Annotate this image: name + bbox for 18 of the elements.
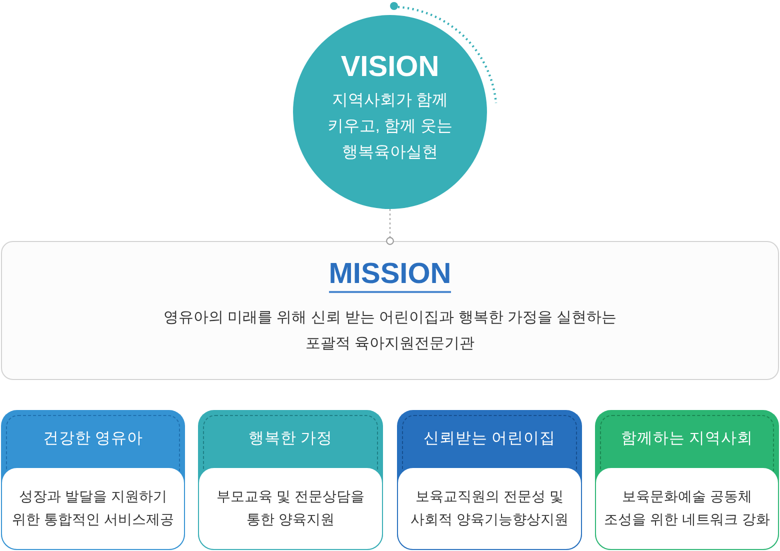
mission-panel bbox=[1, 241, 779, 380]
card-description: 보육교직원의 전문성 및 사회적 양육기능향상지원 bbox=[397, 467, 582, 550]
card-title: 함께하는 지역사회 bbox=[620, 429, 754, 449]
card-description: 부모교육 및 전문상담을 통한 양육지원 bbox=[198, 467, 383, 550]
vision-title: VISION bbox=[340, 50, 440, 84]
goal-card bbox=[397, 410, 582, 550]
goal-card bbox=[198, 410, 383, 550]
card-title: 건강한 영유아 bbox=[42, 429, 144, 449]
card-title: 행복한 가정 bbox=[248, 429, 333, 449]
goal-card bbox=[1, 410, 185, 550]
mission-statement: 영유아의 미래를 위해 신뢰 받는 어린이집과 행복한 가정을 실현하는 포괄적 육아지원전문기관 bbox=[162, 308, 618, 354]
vision-statement: 지역사회가 함께 키우고, 함께 웃는 행복육아실현 bbox=[326, 91, 454, 163]
mission-title: MISSION bbox=[328, 258, 452, 293]
card-title: 신뢰받는 어린이집 bbox=[423, 429, 556, 449]
card-description: 보육문화예술 공동체 조성을 위한 네트워크 강화 bbox=[595, 467, 779, 550]
card-description: 성장과 발달을 지원하기 위한 통합적인 서비스제공 bbox=[1, 467, 185, 550]
dotted-connector bbox=[386, 208, 394, 245]
goal-card bbox=[595, 410, 779, 550]
